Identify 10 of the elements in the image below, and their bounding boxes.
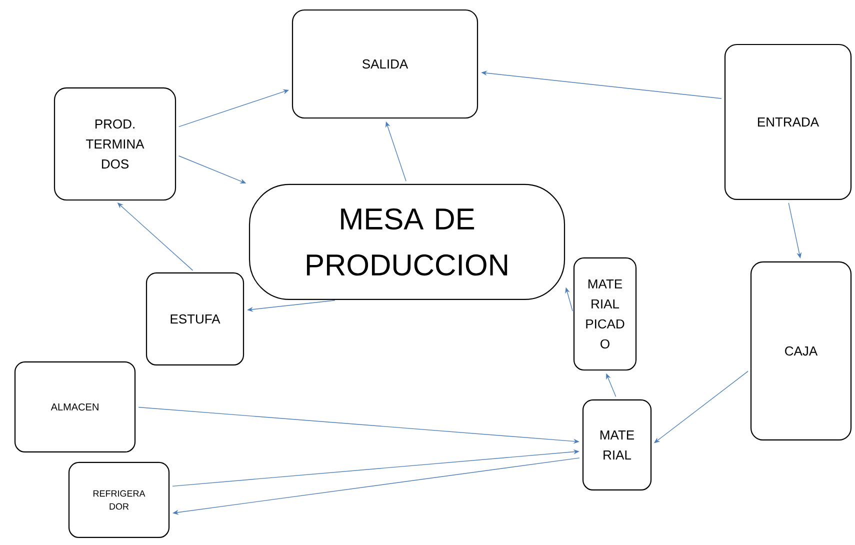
process-box: MATE RIAL PICAD O — [573, 257, 637, 371]
process-box: SALIDA — [292, 9, 478, 119]
process-box: CAJA — [750, 261, 852, 441]
process-box: MESA DE PRODUCCION — [248, 184, 566, 300]
process-box: PROD. TERMINA DOS — [54, 87, 176, 201]
process-box: ENTRADA — [724, 44, 852, 200]
process-box: ALMACEN — [14, 361, 136, 453]
process-box: ESTUFA — [146, 272, 244, 366]
process-box: REFRIGERA DOR — [68, 462, 170, 538]
process-box: MATE RIAL — [582, 399, 652, 491]
